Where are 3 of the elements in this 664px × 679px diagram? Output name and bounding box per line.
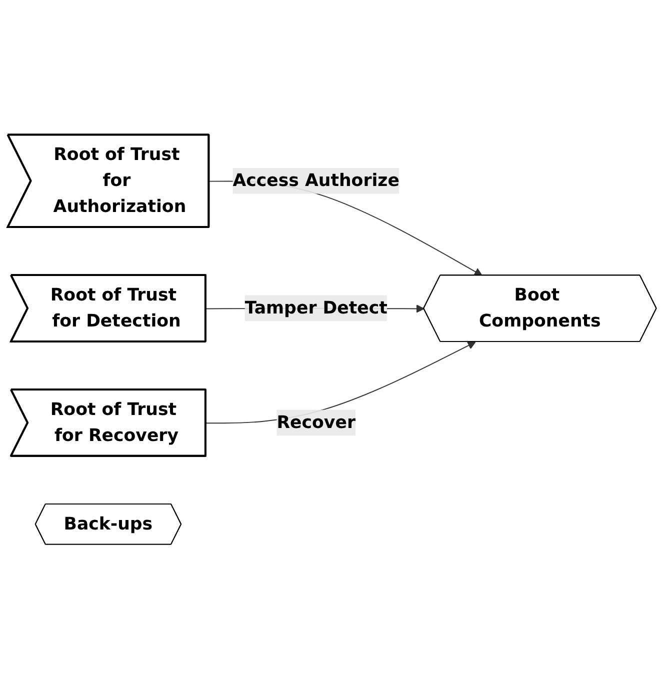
edge-label: Access Authorize (232, 170, 400, 191)
edge-label: Tamper Detect (244, 298, 388, 318)
edge-label: Recover (276, 412, 356, 433)
